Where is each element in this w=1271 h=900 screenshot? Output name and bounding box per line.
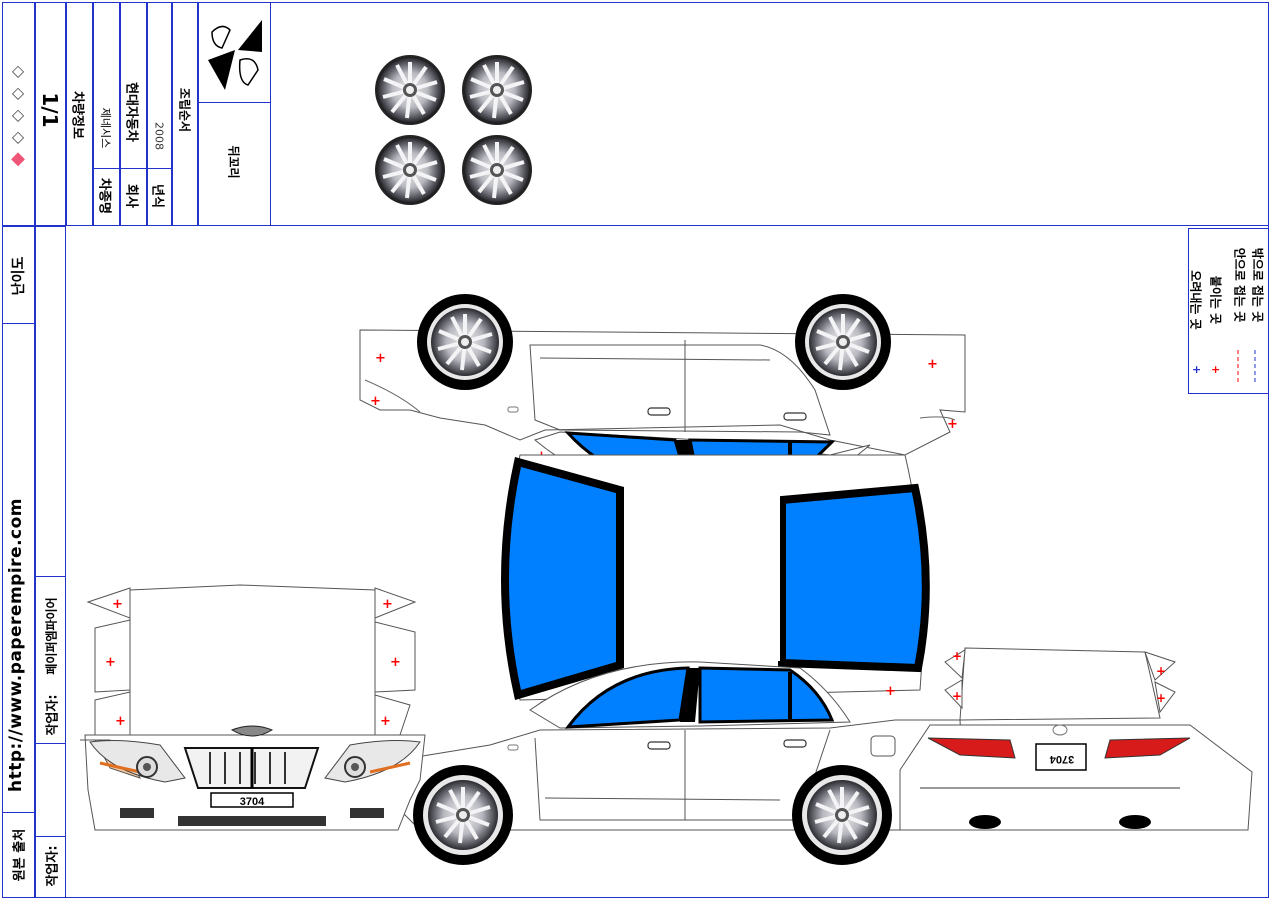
rear-bumper — [899, 724, 1253, 831]
page-box — [35, 2, 66, 226]
legend-markers: + + — [1192, 350, 1256, 385]
svg-text:+: + — [382, 597, 393, 612]
svg-text:+: + — [927, 357, 938, 372]
assembly-sub — [198, 102, 271, 226]
svg-text:+: + — [952, 689, 962, 703]
svg-text:+: + — [952, 649, 962, 663]
difficulty-marks: ◇ ◇ ◇ ◇ ◆ — [7, 60, 29, 170]
svg-text:+: + — [1192, 363, 1201, 376]
difficulty-mark: ◇ — [11, 83, 25, 102]
svg-text:+: + — [947, 417, 958, 432]
svg-text:+: + — [390, 655, 401, 670]
assembly-diagram-icon — [208, 20, 262, 90]
bottom-side-panel — [397, 719, 966, 865]
top-side-panel: + + + + — [359, 294, 966, 456]
roof-panel: ++ — [501, 454, 930, 714]
header-wheels — [375, 55, 532, 205]
svg-text:+: + — [375, 351, 386, 366]
front-bumper — [80, 725, 426, 831]
original-cell — [2, 812, 35, 898]
author-cell — [35, 576, 66, 744]
svg-text:+: + — [1211, 363, 1220, 376]
bottom-windows — [529, 661, 851, 729]
difficulty-label-cell — [2, 226, 35, 324]
svg-text:+: + — [112, 597, 123, 612]
difficulty-mark-filled: ◆ — [11, 148, 25, 169]
label-cell-2 — [120, 168, 147, 226]
svg-text:+: + — [105, 655, 116, 670]
label-cell-1 — [93, 168, 120, 226]
difficulty-mark: ◇ — [11, 127, 25, 146]
svg-text:+: + — [380, 714, 391, 729]
svg-text:+: + — [115, 714, 126, 729]
front-plate-number: 3704 — [240, 796, 265, 808]
difficulty-mark: ◇ — [11, 61, 25, 80]
legend-box — [1188, 228, 1269, 394]
difficulty-box — [2, 2, 35, 226]
difficulty-mark: ◇ — [11, 105, 25, 124]
author-cell-2 — [35, 836, 66, 898]
rear-plate-number: 3704 — [1049, 753, 1074, 765]
svg-text:+: + — [1156, 691, 1166, 705]
front-hood: + + + + + + — [86, 584, 417, 736]
svg-text:+: + — [370, 394, 381, 409]
rear-trunk: + + + + — [944, 647, 1176, 721]
info-box-5 — [172, 2, 198, 226]
info-box-1 — [66, 2, 93, 226]
label-cell-3 — [147, 168, 172, 226]
svg-text:+: + — [1156, 664, 1166, 678]
svg-text:+: + — [885, 684, 896, 699]
